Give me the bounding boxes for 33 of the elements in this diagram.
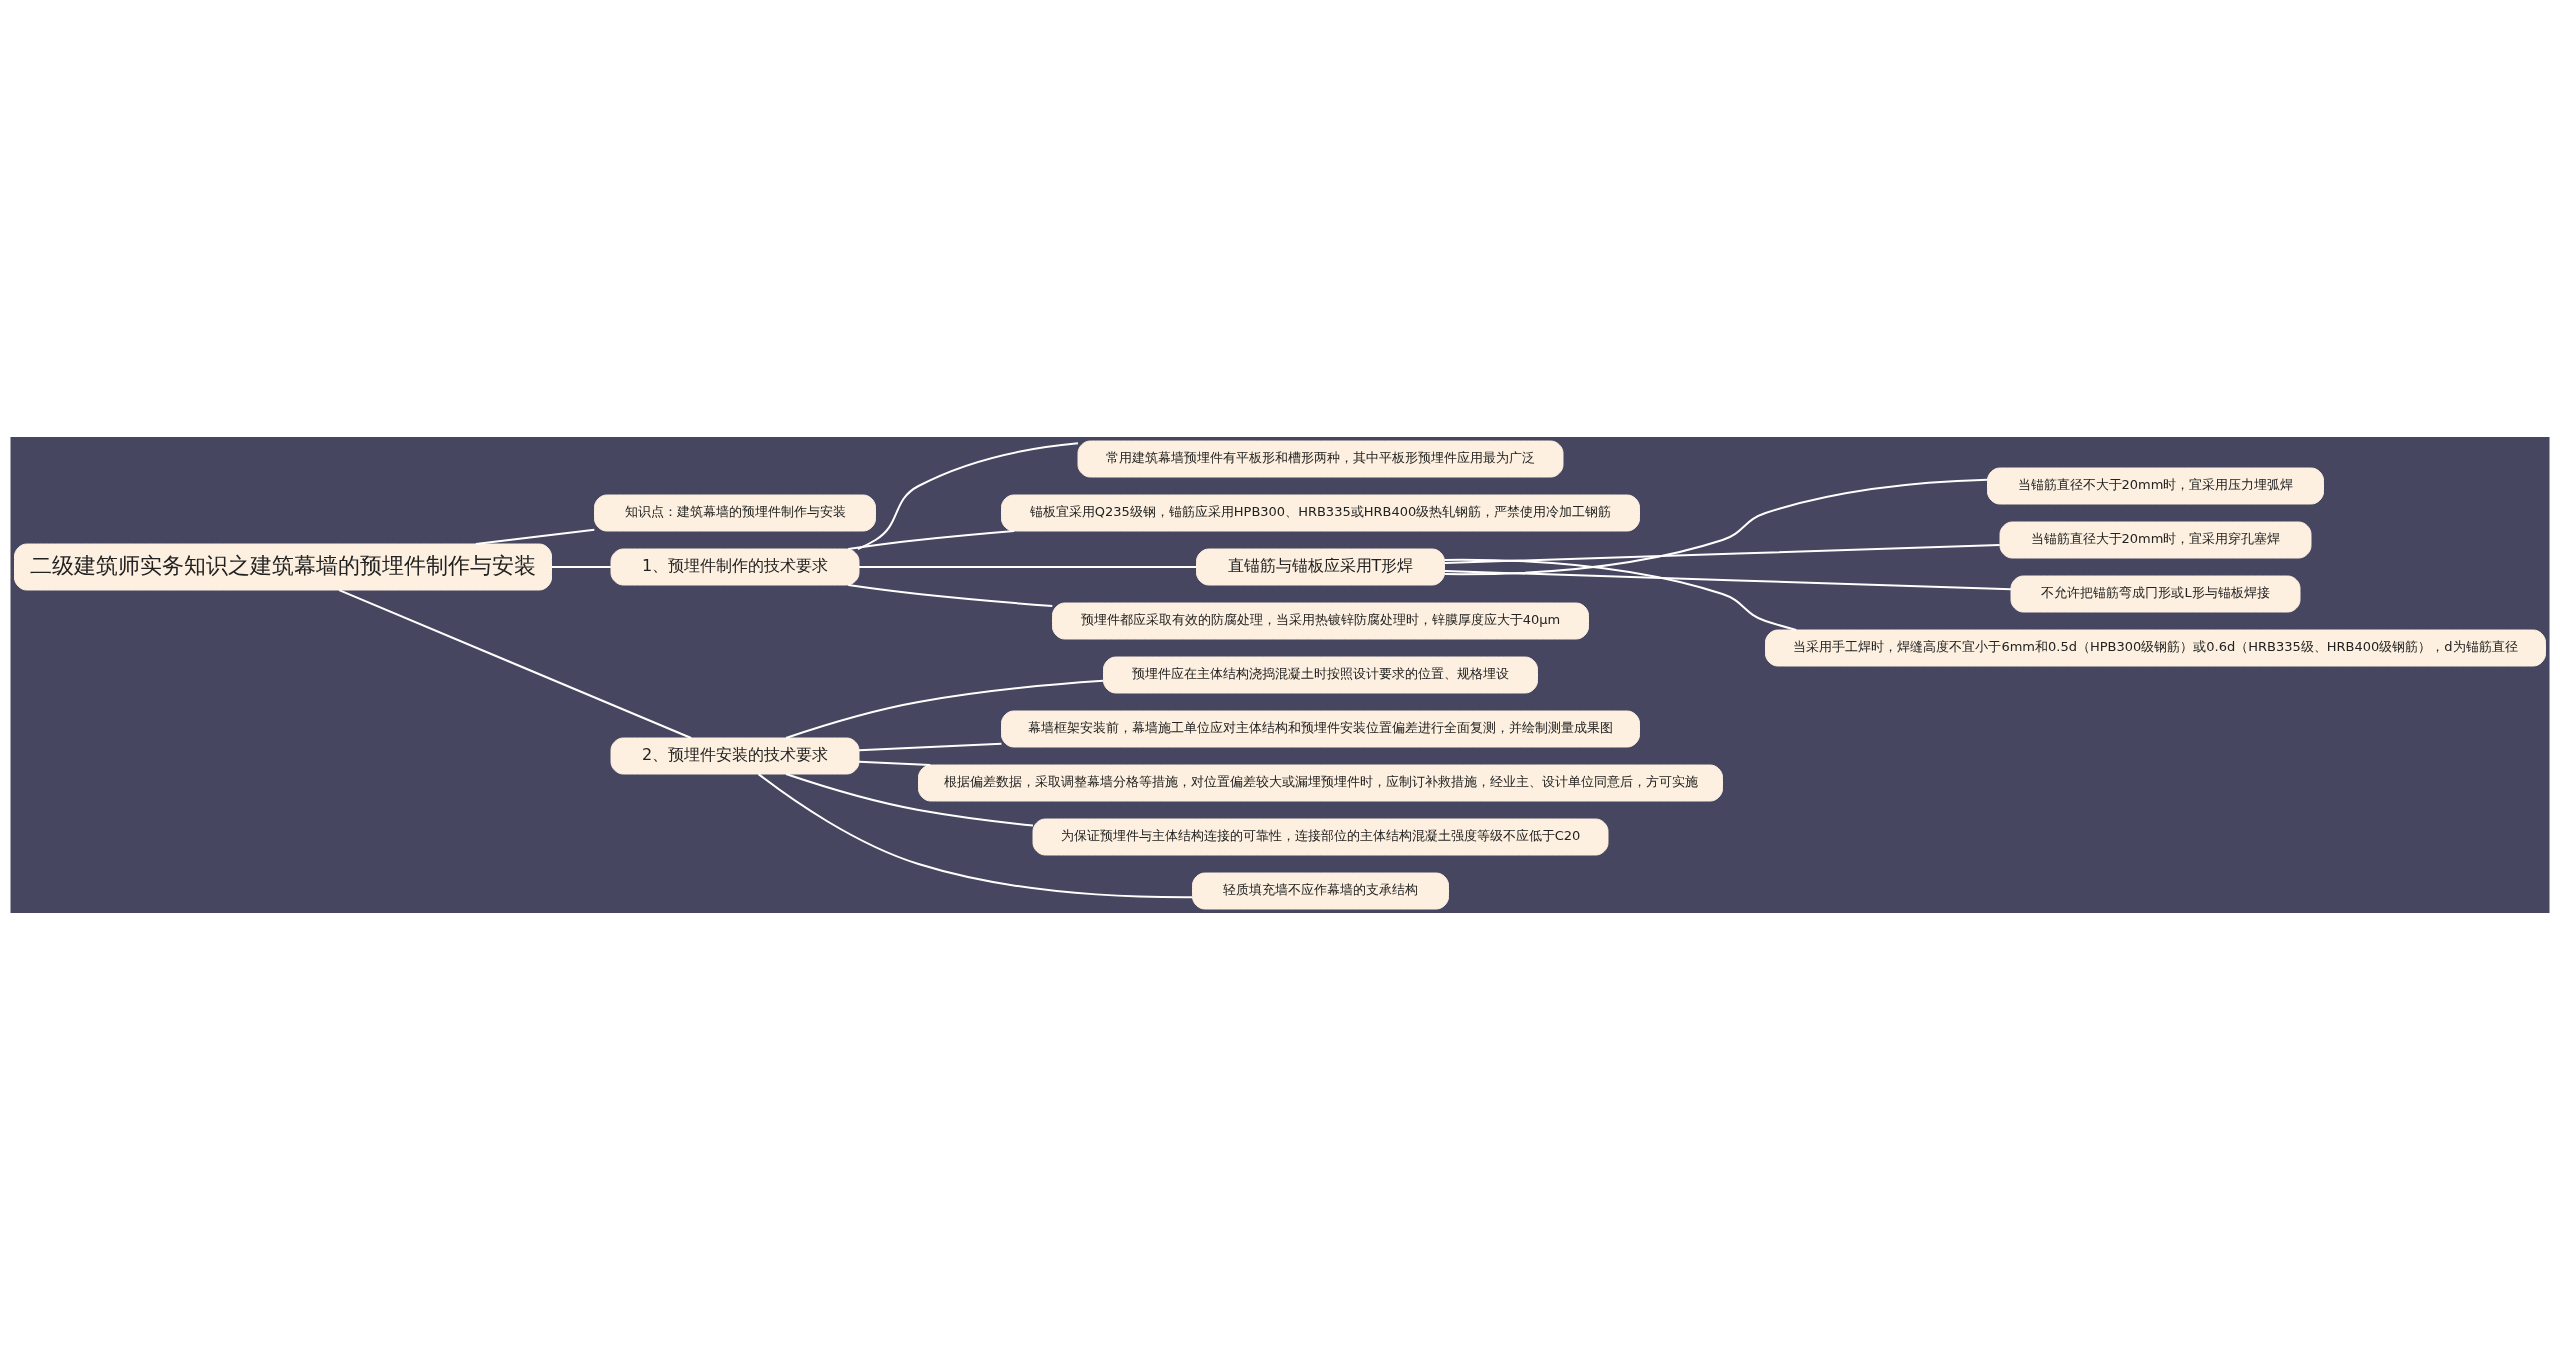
node-box: 预埋件应在主体结构浇捣混凝土时按照设计要求的位置、规格埋设 [1103,656,1538,694]
node-box: 2、预埋件安装的技术要求 [610,737,860,775]
connector [858,742,1003,752]
node-box: 二级建筑师实务知识之建筑幕墙的预埋件制作与安装 [14,543,552,591]
node-box: 为保证预埋件与主体结构连接的可靠性，连接部位的主体结构混凝土强度等级不应低于C20 [1032,818,1609,856]
node-box: 预埋件都应采取有效的防腐处理，当采用热镀锌防腐处理时，锌膜厚度应大于40μm [1052,602,1589,640]
node-box: 当锚筋直径大于20mm时，宜采用穿孔塞焊 [1999,521,2312,559]
node-box: 幕墙框架安装前，幕墙施工单位应对主体结构和预埋件安装位置偏差进行全面复测，并绘制测量成果图 [1001,710,1640,748]
connector [1443,478,1989,576]
connector [785,679,1105,739]
connector [474,528,596,545]
node-box: 不允许把锚筋弯成冂形或L形与锚板焊接 [2010,575,2301,613]
node-box: 根据偏差数据，采取调整幕墙分格等措施，对位置偏差较大或漏埋预埋件时，应制订补救措施，经业主、设计单位同意后，方可实施 [918,764,1723,802]
connector [785,773,1034,827]
node-box: 常用建筑幕墙预埋件有平板形和槽形两种，其中平板形预埋件应用最为广泛 [1077,440,1564,478]
connector [847,530,1016,550]
connector [858,566,1198,568]
connector [1443,570,2012,591]
connector [1443,558,1798,631]
node-box: 当锚筋直径不大于20mm时，宜采用压力埋弧焊 [1987,467,2324,505]
node-box: 1、预埋件制作的技术要求 [610,548,860,586]
node-box: 轻质填充墙不应作幕墙的支承结构 [1192,872,1449,910]
node-box: 当采用手工焊时，焊缝高度不宜小于6mm和0.5d（HPB300级钢筋）或0.6d（HRB335级、HRB400级钢筋），d为锚筋直径 [1765,629,2546,667]
node-box: 知识点：建筑幕墙的预埋件制作与安装 [594,494,876,532]
node-box: 锚板宜采用Q235级钢，锚筋应采用HPB300、HRB335或HRB400级热轧钢筋，严禁使用冷加工钢筋 [1001,494,1640,532]
connector [1443,544,2001,564]
connector [847,584,1054,607]
connector [856,442,1079,550]
connector [757,773,1194,899]
connector [858,760,932,766]
node-box: 直锚筋与锚板应采用T形焊 [1196,548,1445,586]
connector [338,589,693,739]
connector [550,566,612,568]
